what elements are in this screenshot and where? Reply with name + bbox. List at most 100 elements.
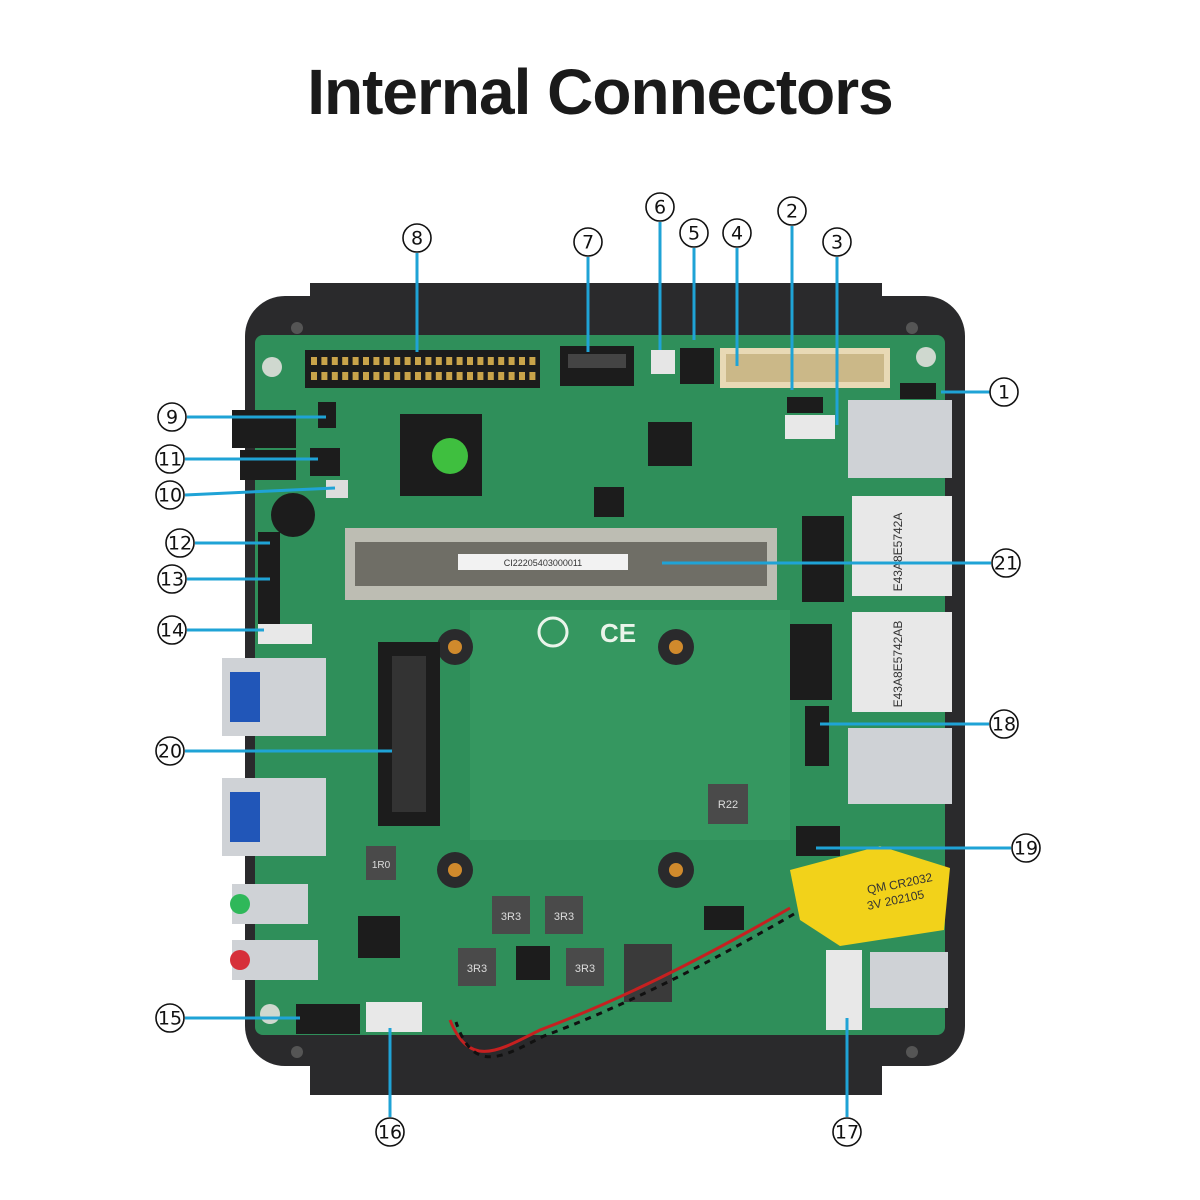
header-pin: [352, 372, 359, 380]
inductor-label: 3R3: [575, 963, 595, 975]
callout-17: 17: [832, 1117, 862, 1147]
callout-4: 4: [722, 218, 752, 248]
callout-9: 9: [157, 402, 187, 432]
callout-2: 2: [777, 196, 807, 226]
header-pin: [383, 372, 390, 380]
left-ports: [222, 410, 326, 980]
callout-number: 19: [1014, 838, 1038, 860]
right-ports: E43A8E5742A E43A8E5742AB: [796, 400, 952, 1030]
callout-circle: [989, 377, 1019, 407]
callout-number: 21: [994, 553, 1018, 575]
header-pin: [373, 372, 380, 380]
header-pin: [519, 357, 525, 365]
callout-21: 21: [991, 548, 1021, 578]
header-pin: [311, 357, 317, 365]
callout-number: 15: [158, 1008, 182, 1030]
callout-8: 8: [402, 223, 432, 253]
callout-number: 14: [160, 620, 184, 642]
callout-circle: [722, 218, 752, 248]
header-pin: [498, 372, 505, 380]
callout-11: 11: [155, 444, 185, 474]
inductor-label: 3R3: [501, 911, 521, 923]
header-pin: [435, 357, 442, 365]
m2-slot: [378, 642, 440, 826]
callout-number: 5: [688, 223, 700, 245]
callout-3: 3: [822, 227, 852, 257]
callout-circle: [157, 402, 187, 432]
callout-6: 6: [645, 192, 675, 222]
callout-12: 12: [165, 528, 195, 558]
callout-circle: [679, 218, 709, 248]
header-pin: [363, 357, 369, 365]
callout-circle: [375, 1117, 405, 1147]
header-pin: [508, 357, 515, 365]
callout-number: 11: [158, 449, 182, 471]
callout-20: 20: [155, 736, 185, 766]
callout-number: 17: [835, 1122, 859, 1144]
callout-circle: [832, 1117, 862, 1147]
callout-5: 5: [679, 218, 709, 248]
left-headers: [258, 402, 422, 1034]
header-pin: [435, 372, 442, 380]
inductor-label: R22: [718, 799, 738, 811]
callout-number: 6: [654, 197, 666, 219]
header-pin: [467, 357, 473, 365]
battery-brand-text: QM: [866, 879, 888, 897]
header-pin: [456, 357, 463, 365]
callout-number: 3: [831, 232, 843, 254]
callout-circle: [155, 736, 185, 766]
callout-number: 7: [582, 232, 594, 254]
cmos-battery: QM CR2032 3V 202105: [448, 846, 950, 1059]
callout-16: 16: [375, 1117, 405, 1147]
callout-number: 10: [158, 485, 182, 507]
callout-circle: [157, 615, 187, 645]
header-pin: [477, 372, 484, 380]
header-pin: [415, 372, 421, 380]
callout-number: 20: [158, 741, 182, 763]
header-pin: [519, 372, 525, 380]
callout-number: 4: [731, 223, 743, 245]
callout-15: 15: [155, 1003, 185, 1033]
callout-circle: [402, 223, 432, 253]
callout-13: 13: [157, 564, 187, 594]
callout-leaders: [184, 222, 1011, 1117]
header-pin: [425, 372, 432, 380]
callout-number: 9: [166, 407, 178, 429]
callout-19: 19: [1011, 833, 1041, 863]
header-pin: [487, 357, 494, 365]
callout-circle: [573, 227, 603, 257]
cert-marks: CE: [537, 616, 636, 648]
callout-number: 2: [786, 201, 798, 223]
page-title: Internal Connectors: [307, 56, 894, 128]
callout-circle: [155, 1003, 185, 1033]
callout-number: 12: [168, 533, 192, 555]
header-pin: [331, 372, 338, 380]
callout-line-10: [184, 486, 336, 497]
callout-number: 13: [160, 569, 184, 591]
callout-circle: [989, 709, 1019, 739]
header-pin: [342, 372, 349, 380]
callout-1: 1: [989, 377, 1019, 407]
header-pin: [467, 372, 473, 380]
inductor-label: 1R0: [372, 860, 391, 871]
header-pin: [498, 357, 505, 365]
header-pin: [487, 372, 494, 380]
header-pin: [529, 372, 536, 380]
callout-number: 16: [378, 1122, 402, 1144]
header-pin: [373, 357, 380, 365]
callout-14: 14: [157, 615, 187, 645]
lan-port-label: E43A8E5742A: [891, 513, 905, 592]
callout-circle: [155, 480, 185, 510]
header-pin: [415, 357, 421, 365]
callout-18: 18: [989, 709, 1019, 739]
callout-number: 18: [992, 714, 1016, 736]
callout-10: 10: [155, 480, 185, 510]
callout-circle: [991, 548, 1021, 578]
callout-number: 8: [411, 228, 423, 250]
inductor-label: 3R3: [467, 963, 487, 975]
header-pin: [446, 372, 453, 380]
header-pin: [311, 372, 317, 380]
ram-sticker-text: CI22205403000011: [504, 558, 582, 568]
